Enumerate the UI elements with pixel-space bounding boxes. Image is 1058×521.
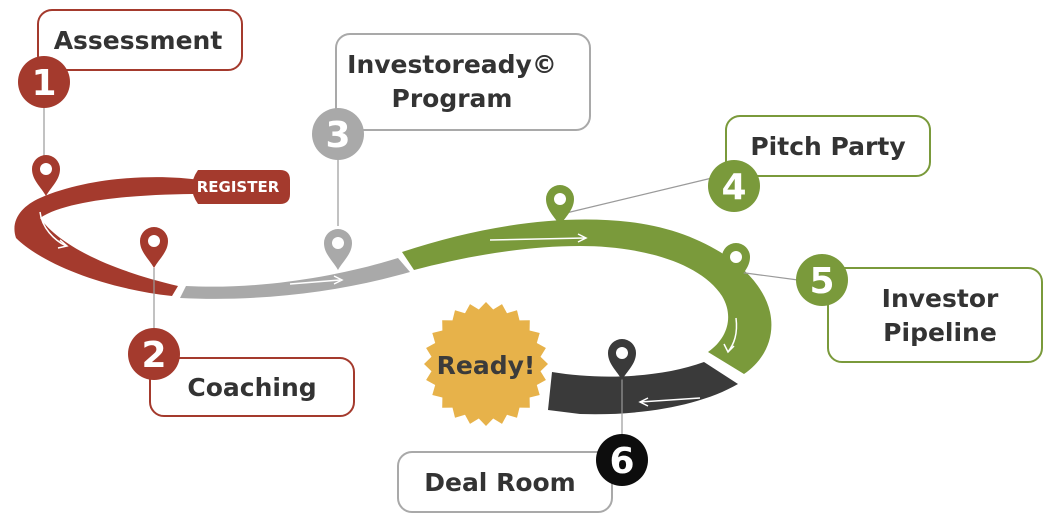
step-title-line-1: Investoready©	[347, 50, 557, 79]
leader-lines	[43, 98, 799, 436]
map-pin-icon	[324, 229, 352, 270]
step-number: 2	[141, 335, 166, 376]
road-segment-gray	[180, 258, 410, 299]
road-segment-red	[14, 177, 200, 296]
step-deal-room[interactable]: Deal Room 6	[397, 434, 648, 513]
step-title-line-2: Program	[392, 84, 513, 113]
step-investoready-program[interactable]: Investoready© Program 3	[312, 33, 591, 160]
ready-seal-icon	[424, 302, 548, 426]
step-number: 3	[325, 115, 350, 156]
step-title: Assessment	[54, 26, 223, 55]
step-title-line-2: Pipeline	[883, 318, 997, 347]
step-coaching[interactable]: Coaching 2	[128, 328, 355, 417]
ready-label: Ready!	[437, 351, 536, 380]
map-pin-icon	[722, 243, 750, 284]
step-pitch-party[interactable]: Pitch Party 4	[708, 115, 931, 212]
ready-badge: Ready!	[424, 302, 548, 426]
step-number: 1	[31, 63, 56, 104]
step-number: 5	[809, 261, 834, 302]
map-pin-icon	[32, 155, 60, 196]
register-label: REGISTER	[197, 178, 280, 196]
step-number: 6	[609, 441, 634, 482]
step-title: Pitch Party	[750, 132, 905, 161]
register-button[interactable]: REGISTER	[192, 170, 290, 204]
step-assessment[interactable]: Assessment 1	[18, 9, 243, 108]
map-pin-icon	[546, 185, 574, 226]
step-title-line-1: Investor	[882, 284, 999, 313]
road-arrows	[39, 211, 738, 407]
map-pin-icon	[140, 227, 168, 268]
step-number: 4	[721, 167, 746, 208]
road-segment-green	[402, 219, 772, 374]
step-investor-pipeline[interactable]: Investor Pipeline 5	[796, 254, 1043, 363]
road-segment-dark	[548, 362, 738, 415]
step-title: Coaching	[187, 373, 316, 402]
map-pin-icon	[608, 339, 636, 380]
step-title: Deal Room	[424, 468, 576, 497]
